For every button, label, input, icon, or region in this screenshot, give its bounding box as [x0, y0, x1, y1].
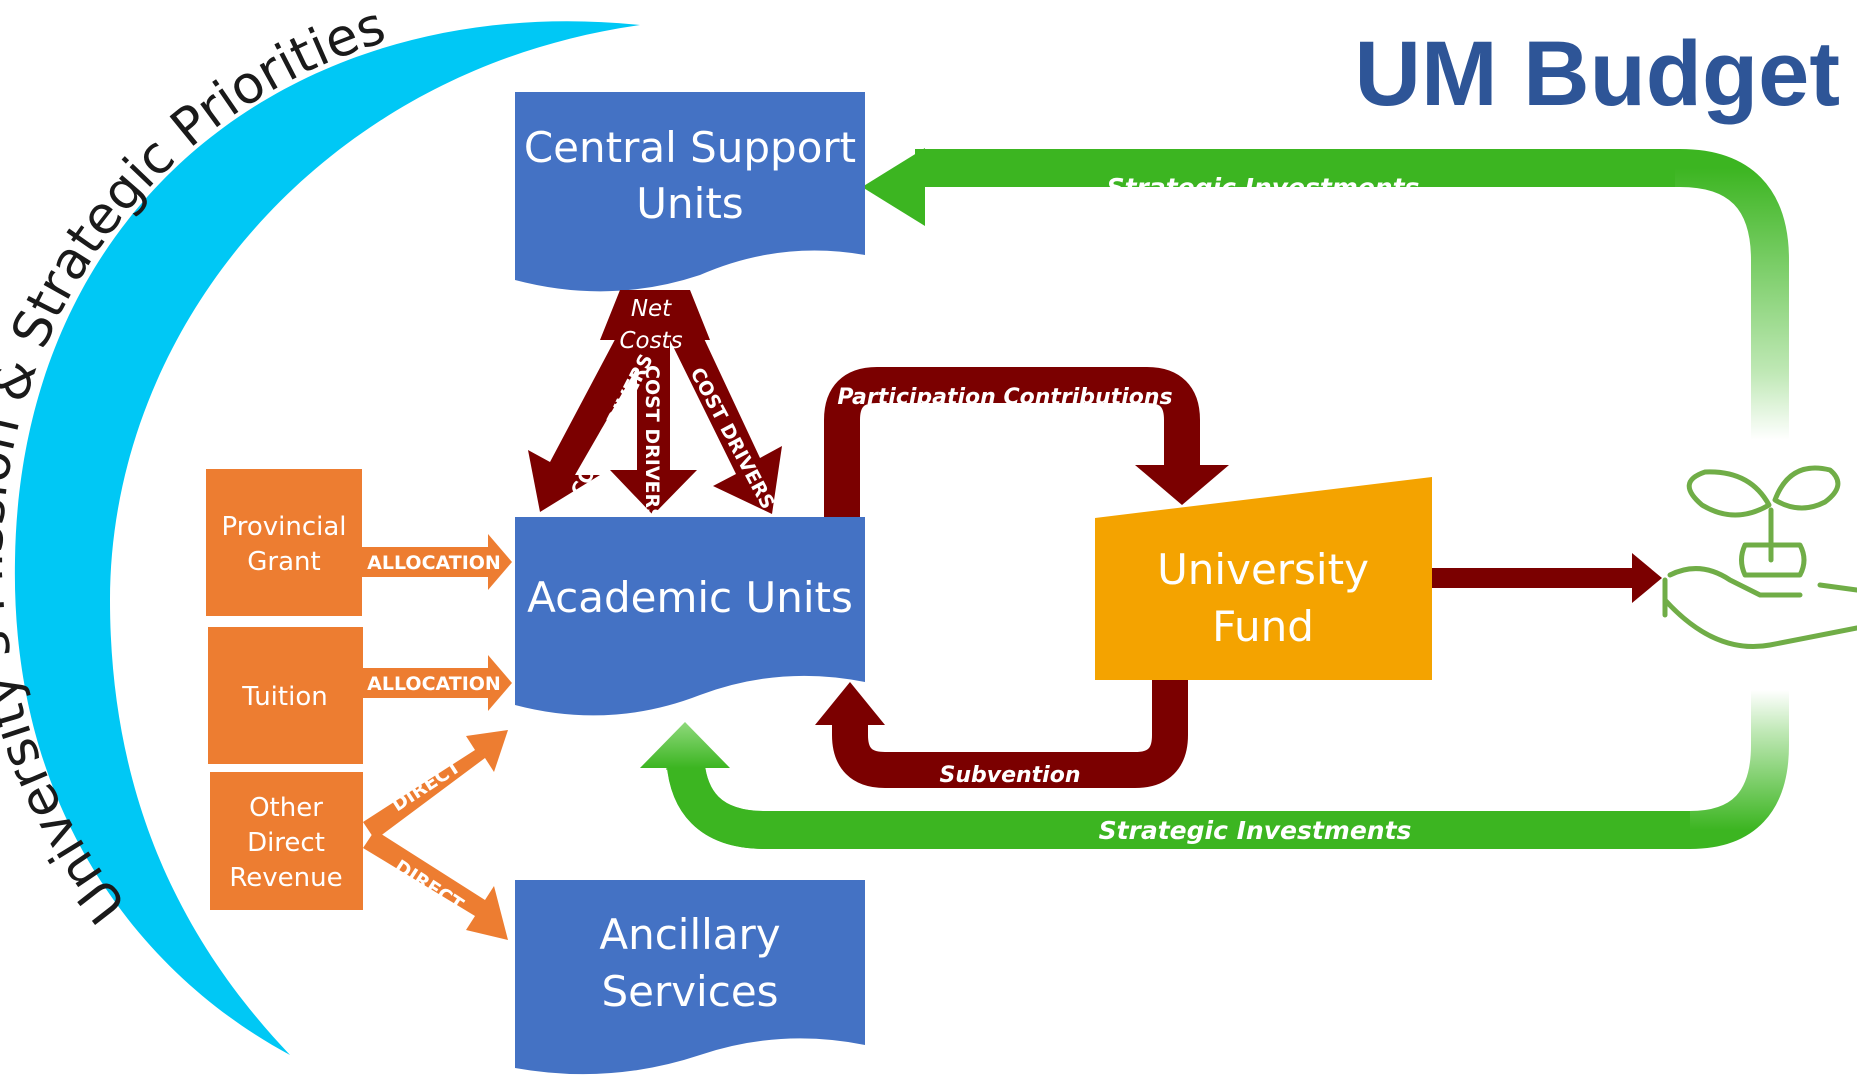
other-direct-revenue-label-line2: Direct	[247, 828, 325, 858]
subvention-label: Subvention	[939, 763, 1080, 788]
provincial-grant-box[interactable]	[206, 469, 362, 616]
page-title: UM Budget	[1355, 23, 1840, 125]
ancillary-services-label-line1: Ancillary	[599, 910, 780, 959]
net-costs-label-line2: Costs	[619, 328, 682, 354]
central-support-units-box[interactable]	[515, 92, 865, 292]
fund-to-growth-arrow	[1432, 568, 1637, 588]
allocation-label-1: ALLOCATION	[367, 552, 501, 574]
net-costs-label-line1: Net	[631, 296, 672, 322]
other-direct-revenue-label-line3: Revenue	[229, 863, 342, 893]
university-fund-box[interactable]	[1095, 477, 1432, 680]
university-fund-label-line2: Fund	[1212, 602, 1314, 651]
subvention-arrow	[832, 680, 1188, 788]
allocation-label-2: ALLOCATION	[367, 673, 501, 695]
direct-label-1: DIRECT	[388, 756, 465, 817]
participation-contributions-label: Participation Contributions	[837, 385, 1172, 410]
direct-arrow-down: DIRECT	[363, 830, 508, 940]
academic-units-box[interactable]	[515, 517, 865, 716]
allocation-arrow-2: ALLOCATION	[363, 655, 512, 711]
strategic-investments-bottom-label: Strategic Investments	[1099, 816, 1412, 845]
central-support-units-label-line1: Central Support	[524, 123, 856, 172]
central-support-units-label-line2: Units	[636, 179, 743, 228]
university-fund-label-line1: University	[1157, 545, 1369, 594]
provincial-grant-label-line1: Provincial	[221, 512, 346, 542]
tuition-label: Tuition	[241, 682, 327, 712]
tuition-box[interactable]	[208, 627, 363, 764]
other-direct-revenue-label-line1: Other	[249, 793, 323, 823]
direct-arrow-up: DIRECT	[363, 730, 508, 840]
strategic-investments-top-arrow	[915, 149, 1789, 440]
ancillary-services-label-line2: Services	[601, 967, 778, 1016]
cost-drivers-middle-label: COST DRIVERS	[641, 365, 663, 522]
allocation-arrow-1: ALLOCATION	[362, 534, 512, 590]
mission-arc	[14, 21, 641, 1056]
strategic-investments-top-label: Strategic Investments	[1107, 173, 1420, 202]
academic-units-label: Academic Units	[527, 573, 853, 622]
cost-drivers-arrows	[528, 290, 782, 515]
other-direct-revenue-box[interactable]	[210, 772, 363, 910]
hand-holding-plant-icon	[1662, 465, 1857, 650]
ancillary-services-box[interactable]	[515, 880, 865, 1075]
provincial-grant-label-line2: Grant	[247, 547, 320, 577]
participation-contributions-arrow	[824, 367, 1200, 517]
